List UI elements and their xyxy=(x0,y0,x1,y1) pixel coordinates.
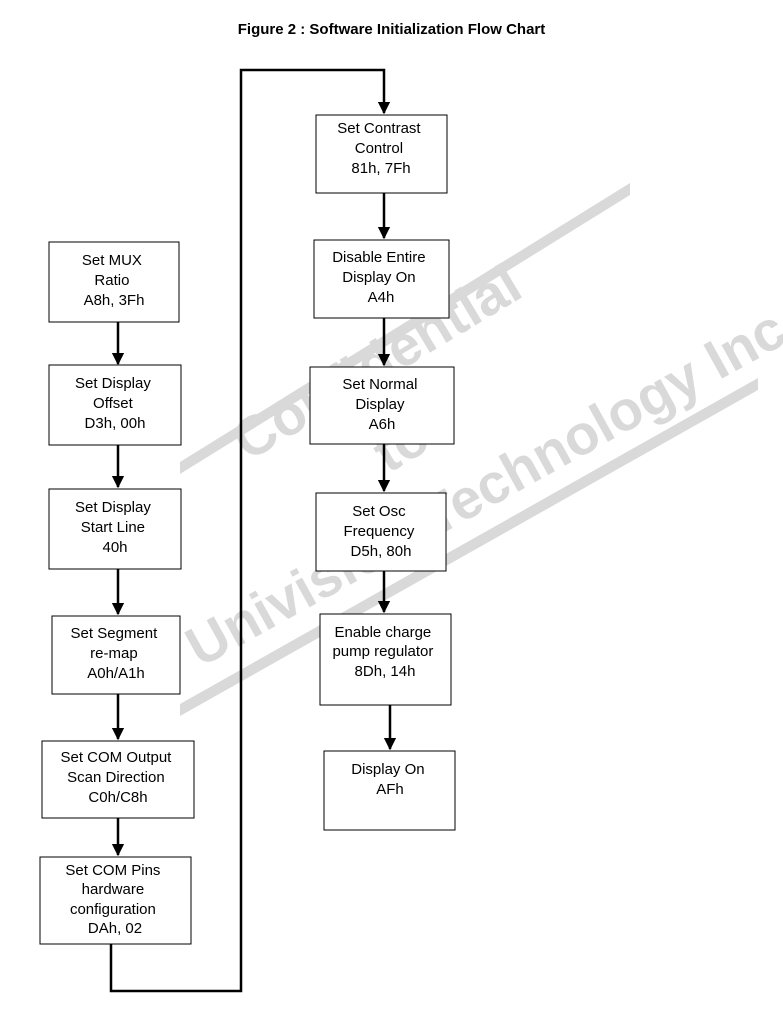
svg-text:Enable charge pump regul: Enable charge pump regulator 8Dh, 14h xyxy=(332,624,437,680)
step-display-on: Display On AFh xyxy=(323,750,456,831)
svg-text:Set Osc Frequency: Set Osc Frequency D5h, 80h xyxy=(343,503,418,560)
svg-text:Set Display Offset: Set Display Offset D3h, 00h xyxy=(75,375,155,432)
step-set-display-start-line: Set Display Start Line 40h xyxy=(48,488,182,570)
step-box xyxy=(323,750,456,831)
step-box xyxy=(313,239,450,319)
step-text-line: Disable Entire xyxy=(332,249,425,266)
step-text-line: A0h/A1h xyxy=(87,665,145,682)
step-text-line: Set Contrast xyxy=(337,120,421,137)
arrow-6-7 xyxy=(109,68,391,993)
watermark-text-3: Univision Technology Inc. xyxy=(175,289,783,678)
step-text-line: 40h xyxy=(102,539,127,556)
step-text-line: C0h/C8h xyxy=(88,789,147,806)
step-text-line: D3h, 00h xyxy=(85,415,146,432)
svg-text:Set MUX Ratio A8h,: Set MUX Ratio A8h, 3Fh xyxy=(82,252,146,309)
step-text-line: Frequency xyxy=(343,523,414,540)
step-text-line: Display On xyxy=(351,761,424,778)
step-text-line: configuration xyxy=(70,901,156,918)
step-text-line: Set Osc xyxy=(352,503,406,520)
step-set-normal-display: Set Normal Display A6h xyxy=(309,366,455,445)
step-text-line: Control xyxy=(355,140,403,157)
step-text-line: Enable charge xyxy=(335,624,432,641)
step-text-line: D5h, 80h xyxy=(351,543,412,560)
watermark-band-upper xyxy=(180,183,630,474)
step-text-line: re-map xyxy=(90,645,138,662)
step-set-display-offset: Set Display Offset D3h, 00h xyxy=(48,364,182,446)
step-box xyxy=(48,241,180,323)
step-set-contrast-control: Set Contrast Control 81h, 7Fh xyxy=(315,114,448,194)
step-set-osc-frequency: Set Osc Frequency D5h, 80h xyxy=(315,492,447,572)
step-disable-entire-display-on: Disable Entire Display On A4h xyxy=(313,239,450,319)
step-text-line: Set MUX xyxy=(82,252,142,269)
step-text-line: Set Segment xyxy=(71,625,159,642)
step-text-line: Scan Direction xyxy=(67,769,165,786)
step-text-line: AFh xyxy=(376,781,404,798)
step-box xyxy=(315,114,448,194)
step-text-line: Start Line xyxy=(81,519,145,536)
step-box xyxy=(51,615,181,695)
step-box xyxy=(39,856,192,945)
step-text-line: A4h xyxy=(368,289,395,306)
step-text-line: Display xyxy=(355,396,405,413)
step-box xyxy=(315,492,447,572)
watermark: Confidential to Univision Technology Inc… xyxy=(175,183,783,716)
step-text-line: Offset xyxy=(93,395,134,412)
step-text-line: 8Dh, 14h xyxy=(355,663,416,680)
step-text-line: DAh, 02 xyxy=(88,920,142,937)
step-set-mux-ratio: Set MUX Ratio A8h, 3Fh xyxy=(48,241,180,323)
svg-text:Set Contrast Control: Set Contrast Control 81h, 7Fh xyxy=(337,120,425,177)
svg-text:Set Segment re-map: Set Segment re-map A0h/A1h xyxy=(71,625,162,682)
step-box xyxy=(41,740,195,819)
step-text-line: 81h, 7Fh xyxy=(351,160,410,177)
step-text-line: Set COM Output xyxy=(60,749,172,766)
step-box xyxy=(319,613,452,706)
step-text-line: Set Normal xyxy=(342,376,417,393)
svg-text:Set COM Output Scan Dire: Set COM Output Scan Direction C0h/C8h xyxy=(60,749,175,806)
step-box xyxy=(48,488,182,570)
svg-text:Set Normal Display: Set Normal Display A6h xyxy=(342,376,421,433)
step-text-line: pump regulator xyxy=(332,643,433,660)
svg-text:Display On AFh: Display On AFh xyxy=(351,761,429,798)
svg-text:Set COM Pins hardware: Set COM Pins hardware configuration DAh,… xyxy=(65,862,164,937)
step-enable-charge-pump-regulator: Enable charge pump regulator 8Dh, 14h xyxy=(319,613,452,706)
step-set-com-pins-hardware-configuration: Set COM Pins hardware configuration DAh,… xyxy=(39,856,192,945)
step-text-line: Display On xyxy=(342,269,415,286)
step-text-line: hardware xyxy=(82,881,145,898)
step-box xyxy=(309,366,455,445)
connectors xyxy=(109,68,397,993)
figure-title: Figure 2 : Software Initialization Flow … xyxy=(237,21,546,38)
step-text-line: A8h, 3Fh xyxy=(84,292,145,309)
step-text-line: Set Display xyxy=(75,499,151,516)
step-text-line: Set Display xyxy=(75,375,151,392)
step-set-com-output-scan-direction: Set COM Output Scan Direction C0h/C8h xyxy=(41,740,195,819)
step-text-line: Ratio xyxy=(94,272,129,289)
svg-text:Disable Entire Display O: Disable Entire Display On A4h xyxy=(332,249,430,306)
step-set-segment-remap: Set Segment re-map A0h/A1h xyxy=(51,615,181,695)
step-text-line: A6h xyxy=(369,416,396,433)
svg-text:Set Display Start Line: Set Display Start Line 40h xyxy=(75,499,155,556)
step-box xyxy=(48,364,182,446)
step-text-line: Set COM Pins xyxy=(65,862,160,879)
